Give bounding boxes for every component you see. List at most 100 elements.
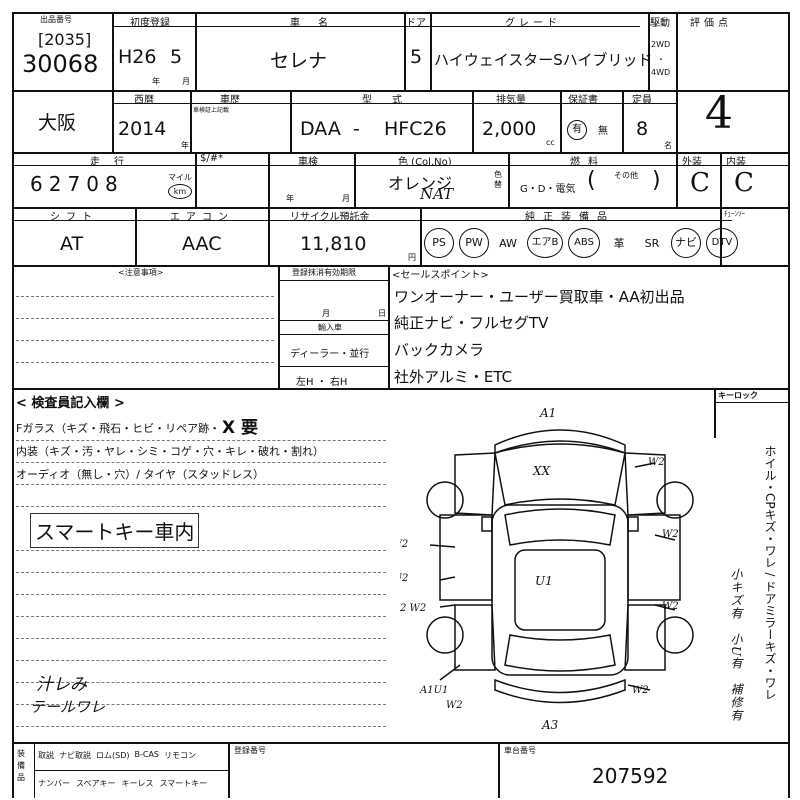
v13 [195, 152, 197, 207]
row-line-5 [12, 388, 790, 390]
mark-a1-top: A1 [539, 406, 556, 420]
footer-item-keyless: キーレス [121, 779, 154, 788]
equipment-label: 純正装備品 [525, 212, 615, 223]
month-unit: 月 [182, 77, 190, 86]
ac: AAC [182, 233, 222, 255]
capacity: 8 [636, 118, 649, 140]
car-name-label: 車名 [290, 18, 346, 29]
v21 [420, 207, 422, 265]
dash-13 [16, 638, 386, 639]
row-line-4 [12, 265, 790, 267]
windshield [504, 508, 616, 546]
doors: 5 [410, 46, 423, 68]
yen-unit: 円 [408, 253, 416, 262]
mileage-label: 走行 [90, 157, 138, 168]
wheel-rear-right [656, 616, 694, 654]
mark-xx: XX [532, 464, 551, 478]
dash-12 [16, 616, 386, 617]
reg-number-label: 登録番号 [234, 746, 266, 755]
color-label: 色 (Col.No) [398, 157, 452, 168]
equip-ps: PS [424, 228, 454, 258]
hood [494, 443, 626, 506]
leader-w2-r [654, 534, 676, 541]
recycle-label: リサイクル預託金 [290, 212, 370, 223]
grade: ハイウェイスターSハイブリッド [434, 51, 653, 69]
displacement-label: 排気量 [496, 95, 526, 106]
h-row5a [278, 320, 388, 321]
lot-code: [2035] [38, 30, 92, 49]
h-row5c [278, 366, 388, 367]
steering-label: 左H ・ 右H [296, 377, 348, 388]
lot-number: 30068 [22, 50, 99, 78]
interior-label: 内装 [726, 157, 746, 168]
warranty-label: 保証書 [568, 95, 598, 106]
v1 [112, 12, 114, 90]
v2 [195, 12, 197, 90]
v17 [676, 152, 678, 207]
color-code: NAT [420, 185, 454, 203]
year-unit: 年 [152, 77, 160, 86]
equip-airbag: エアB [527, 228, 563, 258]
mark-w2-br: W2 [632, 685, 649, 696]
dash-3 [16, 340, 274, 341]
warranty-no: 無 [598, 126, 608, 137]
leader-w2-br [627, 684, 651, 691]
sales-point-4: 社外アルミ・ETC [394, 368, 513, 386]
mileage-digit: 2 [48, 172, 68, 196]
ac-label: エアコン [170, 212, 234, 223]
capacity-label: 定員 [632, 95, 652, 106]
mark-w2-r2: W2 [662, 601, 679, 612]
fuel-paren-close: ) [652, 168, 661, 193]
v11 [560, 90, 562, 152]
drive-4wd: 4WD [651, 68, 671, 77]
car-name: セレナ [270, 50, 328, 72]
equipment-list: PS PW AW エアB ABS 革 SR ナビ DTV [424, 228, 738, 258]
cabin [491, 504, 629, 676]
v4 [430, 12, 432, 90]
equip-leather: 革 [613, 237, 625, 250]
dash-9 [16, 550, 386, 551]
vf2 [228, 742, 230, 798]
leader-w2-r2 [654, 604, 676, 611]
drive-dot: ・ [657, 55, 665, 64]
recycle: 11,810 [300, 233, 367, 255]
frame-right [788, 12, 790, 798]
right-front-fender [624, 452, 666, 516]
model-label: 型式 [362, 95, 422, 106]
reg-expiry-label: 登録抹消有効期限 [292, 268, 356, 277]
sales-point-3: バックカメラ [394, 341, 485, 359]
dash-16 [16, 704, 386, 705]
row-line-1 [12, 90, 790, 92]
mark-w2-tr: W2 [648, 457, 665, 468]
mileage-digit: 8 [104, 172, 124, 196]
v15 [354, 152, 356, 207]
leader-a1u1 [439, 664, 461, 681]
mark-a1u2-w2: A1U2 W2 [400, 603, 426, 614]
footer-item-spare-key: スペアキー [76, 779, 116, 788]
v16 [508, 152, 510, 207]
mileage-digit: 0 [86, 172, 105, 196]
shift-label: シフト [50, 212, 98, 223]
lot-label: 出品番号 [40, 15, 72, 24]
hdr-sub-1 [112, 26, 640, 27]
dash-14 [16, 660, 386, 661]
v6 [676, 12, 678, 152]
leader-w2-tr [634, 462, 656, 468]
equip-pw: PW [459, 228, 489, 258]
h-keylock [714, 402, 790, 403]
footer-items-row2: ナンバー スペアキー キーレス スマートキー [38, 778, 207, 789]
v12 [622, 90, 624, 152]
model-year-label: 西暦 [134, 95, 154, 106]
footer-item-smart-key: スマートキー [159, 779, 208, 788]
shaken-label: 車検 [298, 157, 318, 168]
km-unit: km [168, 184, 192, 199]
h-row5b [278, 334, 388, 335]
glass-line: Fガラス（キズ・飛石・ヒビ・リペア跡・ [16, 422, 221, 435]
v5 [648, 12, 650, 90]
wheel-front-right [656, 481, 694, 519]
fuel-paren-open: ( [587, 168, 596, 193]
model-dash: - [353, 118, 360, 140]
model-prefix: DAA [300, 118, 341, 140]
equip-aw: AW [499, 236, 517, 250]
chassis-label: 車台番号 [504, 746, 536, 755]
